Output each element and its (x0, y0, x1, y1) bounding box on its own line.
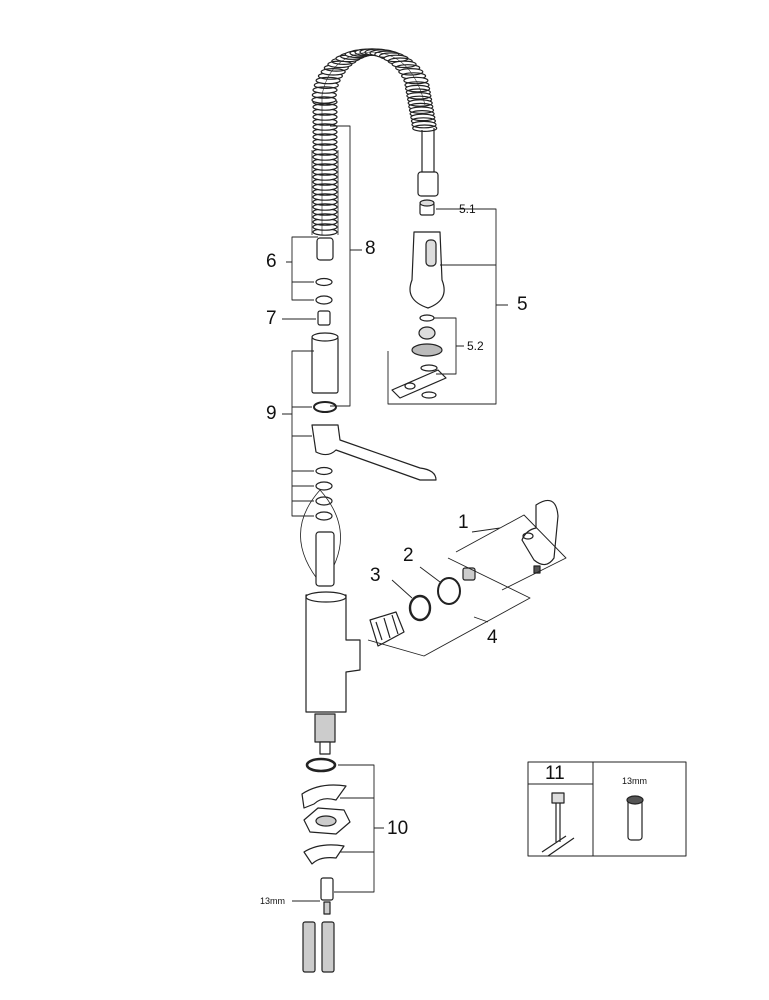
faucet-body (305, 594, 361, 713)
bracket-9 (282, 350, 314, 517)
cap-ring-3 (408, 594, 432, 622)
tool-box-frame (527, 761, 687, 857)
bracket-5 (387, 208, 508, 405)
o-ring-9d (315, 511, 333, 521)
hose-connector (417, 171, 439, 197)
hose-to-spray-head (421, 128, 435, 175)
o-ring-5-2c (421, 391, 437, 399)
leader-2 (419, 566, 441, 583)
column-sleeve-top (311, 332, 339, 342)
label-part-6: 6 (266, 251, 277, 272)
supply-hoses (314, 713, 336, 743)
coil-loop (412, 124, 438, 133)
bracket-1 (455, 514, 567, 591)
column-assembly (300, 150, 437, 755)
spray-head-bracket (391, 369, 447, 399)
swivel-spout (311, 424, 437, 481)
horseshoe-washer-10 (301, 784, 347, 809)
bracket-8 (330, 125, 362, 407)
label-part-5-2: 5.2 (467, 339, 484, 353)
stud-bolt-10 (323, 901, 331, 915)
clamp-nut-2 (437, 577, 461, 605)
label-part-2: 2 (403, 545, 414, 566)
o-ring-9c (315, 496, 333, 506)
spring-inner-guide (321, 51, 426, 235)
hose-fitting-6 (316, 237, 334, 261)
leader-lines (282, 125, 567, 902)
mounting-nut-10 (320, 877, 334, 901)
o-ring-9a (315, 466, 333, 476)
base-gasket-10 (305, 757, 337, 773)
spring-lower-section (311, 150, 339, 235)
coil-spring-hose (311, 48, 438, 236)
bracket-5-2 (434, 317, 464, 375)
label-part-10: 10 (387, 818, 409, 839)
spray-button (425, 239, 437, 267)
aerator-disc-5-2 (411, 343, 443, 357)
supply-hose-end-left (302, 921, 316, 973)
spray-head-assembly (391, 128, 447, 399)
label-part-3: 3 (370, 565, 381, 586)
leader-3 (391, 579, 413, 599)
ring-9 (313, 401, 337, 413)
mounting-set-10 (301, 757, 351, 973)
label-part-4: 4 (487, 627, 498, 648)
part-5-1-top (419, 199, 435, 207)
handle-cartridge-assembly (369, 499, 559, 647)
label-wrench-size-bottom: 13mm (260, 896, 286, 906)
bracket-6 (286, 236, 318, 301)
hex-key-head (551, 792, 565, 804)
o-ring-9b (315, 481, 333, 491)
fastening-plate-hole (315, 815, 337, 827)
nut-7 (317, 310, 331, 326)
bracket-10 (334, 764, 384, 893)
o-ring-5-2b (420, 364, 438, 372)
label-part-8: 8 (365, 238, 376, 259)
hex-key-tool (541, 795, 575, 857)
coil-loops (311, 48, 438, 236)
cartridge-4-ridges (375, 614, 399, 641)
label-part-7: 7 (266, 308, 277, 329)
label-part-1: 1 (458, 512, 469, 533)
o-ring-5-2a (419, 314, 435, 322)
label-part-5: 5 (517, 294, 528, 315)
label-part-5-1: 5.1 (459, 202, 476, 216)
bracket-4 (367, 557, 531, 657)
label-part-9: 9 (266, 403, 277, 424)
o-ring-6b (315, 295, 333, 305)
tool-box-11 (527, 761, 687, 857)
filter-5-2 (418, 326, 436, 340)
bracket-hole (404, 382, 416, 390)
handle-screw-hole (522, 532, 534, 540)
column-sleeve-9 (311, 336, 339, 394)
inner-cartridge-shaft (315, 531, 335, 587)
supply-hose-connector (319, 741, 331, 755)
tool-box-title: 11 (545, 763, 565, 784)
supply-hose-end-right (321, 921, 335, 973)
tool-box-wrench-size: 13mm (622, 776, 648, 786)
lever-handle-1 (521, 499, 559, 566)
lock-washer-10 (303, 844, 345, 865)
o-ring-6a (315, 277, 333, 287)
faucet-body-top (305, 591, 347, 603)
socket-wrench-top (626, 795, 644, 805)
tool-box-divider (528, 762, 594, 856)
